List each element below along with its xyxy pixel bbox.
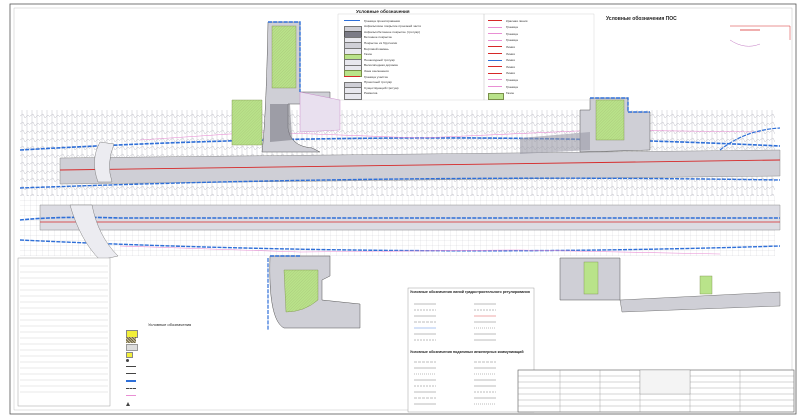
legend-swatch	[488, 92, 504, 100]
legend-swatch	[126, 337, 136, 344]
legend-swatch	[488, 39, 502, 41]
legend-swatch	[126, 351, 133, 358]
legend-label: Существующий тротуар	[364, 85, 399, 90]
legend-label: Линия	[506, 44, 515, 49]
legend-label: Зона озеленения	[364, 68, 389, 73]
block-south-west	[267, 255, 361, 330]
legend-label: Бортовой камень	[364, 46, 389, 51]
legend-swatch	[126, 380, 136, 382]
legend-label: Асфальтобетонное покрытие (тротуар)	[364, 29, 421, 34]
legend-swatch	[126, 394, 136, 396]
red-line-top	[59, 159, 781, 171]
legend-swatch	[344, 92, 362, 100]
legend-label: Газон	[364, 52, 372, 57]
legend-swatch	[488, 33, 502, 34]
legend-bottom-mid-title2: Условные обозначения подземных инженерны…	[410, 350, 524, 354]
legend-swatch	[126, 373, 136, 374]
legend-label: Покрытие из брусчатки	[364, 40, 398, 45]
legend-label: Бетонное покрытие	[364, 35, 393, 40]
legend-swatch	[488, 72, 502, 74]
block-north-east	[520, 97, 651, 154]
legend-swatch	[344, 76, 360, 77]
legend-swatch	[488, 86, 502, 87]
title-block	[517, 369, 795, 413]
legend-swatch	[344, 20, 360, 22]
project-boundary-top	[19, 137, 781, 151]
legend-label: Линия	[506, 58, 515, 63]
legend-pos-title: Условные обозначения ПОС	[606, 16, 677, 22]
legend-label: Линия	[506, 71, 515, 76]
legend-label: Граница проектирования	[364, 18, 400, 23]
legend-label: Разметка	[364, 91, 378, 96]
legend-swatch	[126, 358, 129, 362]
legend-bottom-mid-title: Условные обозначения линий градостроител…	[410, 290, 530, 294]
legend-label: Линия	[506, 64, 515, 69]
legend-label: Граница	[506, 25, 518, 30]
project-boundary-mid	[19, 216, 780, 221]
legend-label: Граница	[506, 31, 518, 36]
legend-label: Граница	[506, 84, 518, 89]
legend-swatch	[488, 53, 502, 54]
legend-label: Граница	[506, 38, 518, 43]
block-south-east	[559, 257, 781, 313]
legend-label: Граница участка	[364, 74, 388, 79]
legend-swatch	[488, 20, 502, 21]
legend-label: Пешеходный тротуар	[364, 57, 395, 62]
legend-label: Проектный тротуар	[364, 80, 392, 85]
legend-label: Граница	[506, 77, 518, 82]
legend-label: Асфальтовое покрытие проезжей части	[364, 24, 422, 29]
legend-swatch	[488, 59, 502, 61]
legend-label: Газон	[506, 91, 514, 96]
legend-label: Красная линия	[506, 18, 528, 23]
legend-swatch	[344, 70, 362, 78]
legend-top-left-title: Условные обозначения	[356, 9, 410, 14]
legend-label: Линия	[506, 51, 515, 56]
block-north-west	[231, 21, 341, 153]
legend-swatch	[488, 46, 502, 48]
legend-swatch	[126, 402, 130, 406]
legend-swatch	[126, 387, 136, 389]
legend-bottom-left-title: Условные обозначения	[148, 322, 192, 327]
legend-swatch	[488, 26, 502, 28]
legend-bottom-mid-frame	[407, 287, 535, 413]
legend-swatch	[126, 344, 138, 352]
legend-swatch	[126, 366, 136, 367]
legend-label: Велосипедная дорожка	[364, 63, 398, 68]
legend-swatch	[488, 66, 502, 67]
sheet-frame	[9, 3, 797, 415]
legend-swatch	[488, 79, 502, 81]
